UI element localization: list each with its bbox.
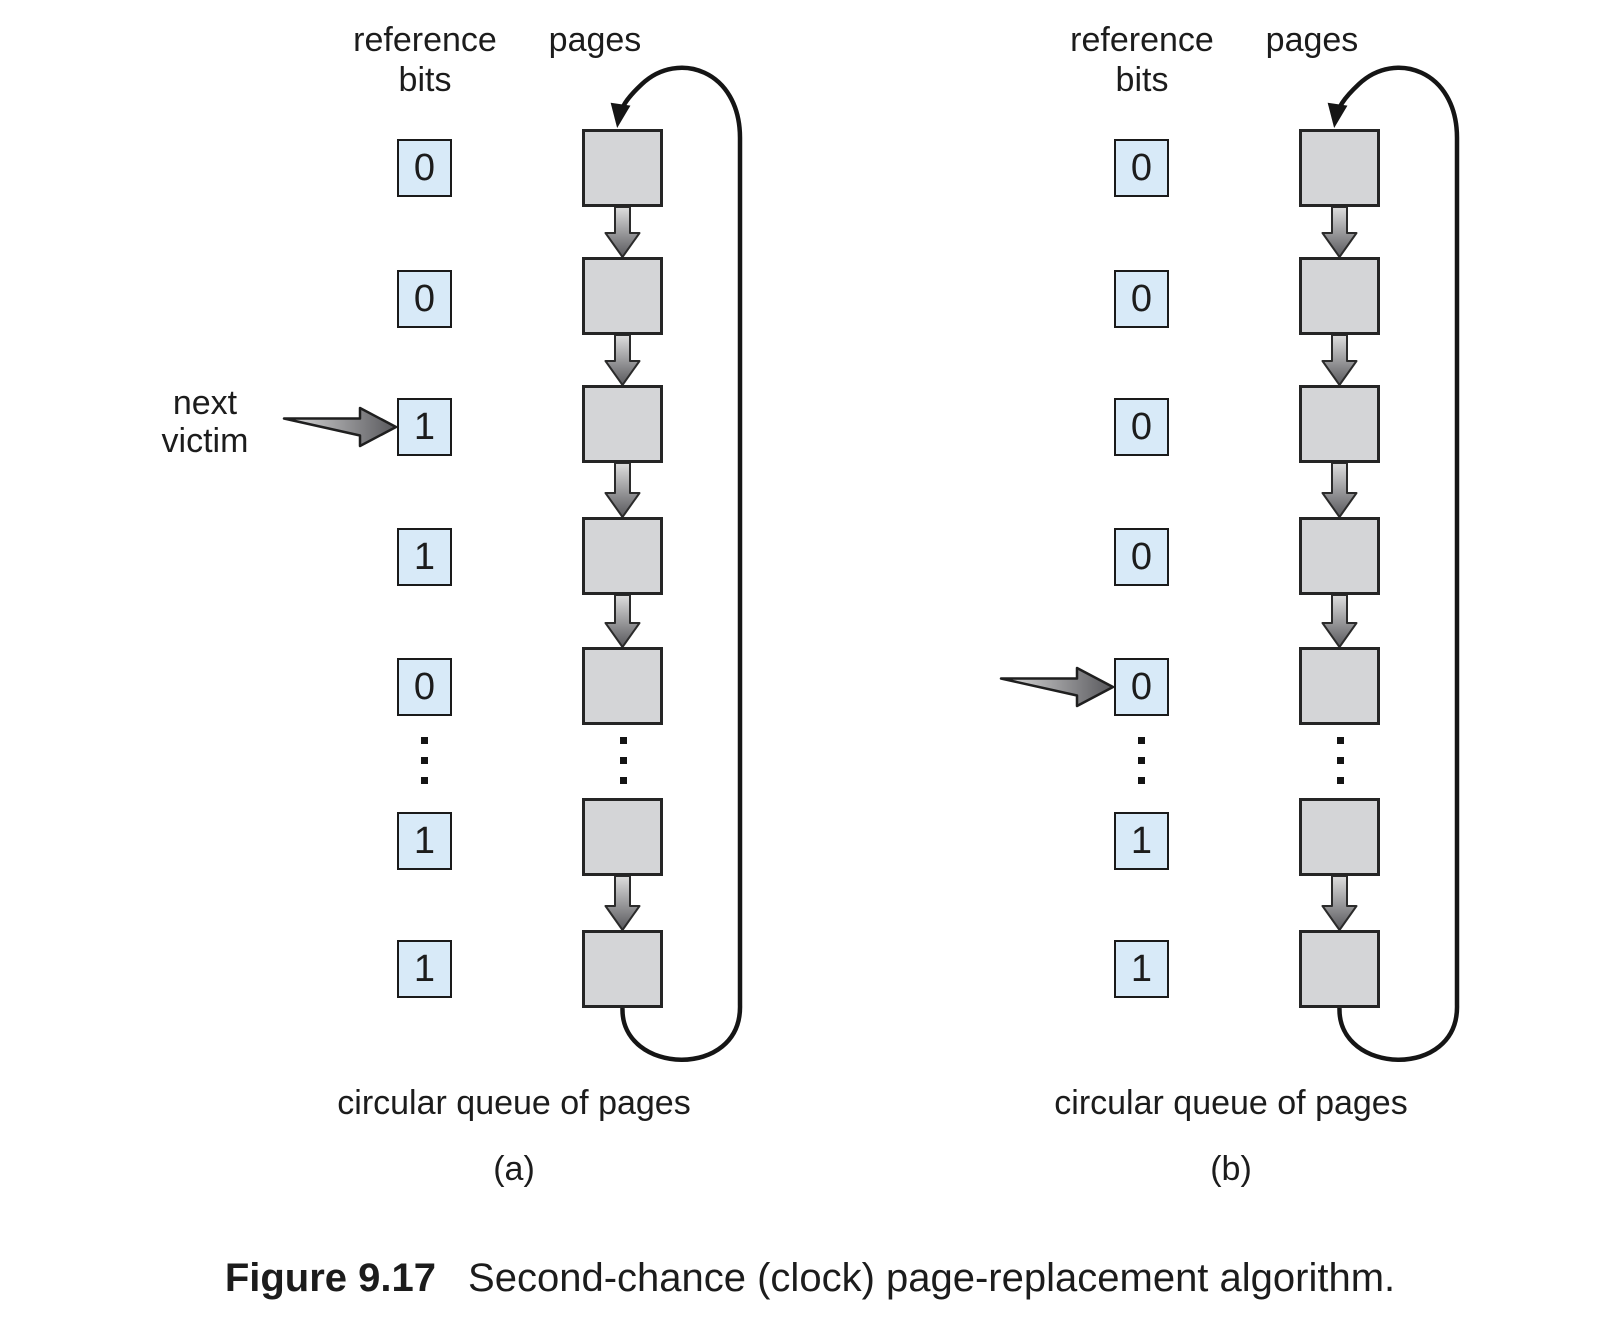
reference-bit-box: 1 <box>1114 812 1169 870</box>
reference-bit-value: 0 <box>1130 665 1153 708</box>
reference-bit-box: 1 <box>397 398 452 456</box>
down-arrow-icon <box>604 594 641 648</box>
reference-bit-value: 1 <box>1130 947 1153 990</box>
reference-bit-box: 0 <box>1114 528 1169 586</box>
page-box <box>1299 129 1380 207</box>
reference-bit-box: 0 <box>1114 398 1169 456</box>
panel-label: (a) <box>493 1150 535 1188</box>
reference-bit-value: 0 <box>1130 535 1153 578</box>
reference-bit-value: 1 <box>413 819 436 862</box>
down-arrow-icon <box>604 206 641 258</box>
reference-bit-value: 1 <box>413 405 436 448</box>
reference-bits-header: reference bits <box>1032 20 1252 100</box>
ellipsis-pages-icon <box>607 737 639 784</box>
down-arrow-icon <box>1321 875 1358 931</box>
reference-bit-box: 0 <box>397 658 452 716</box>
page-box <box>1299 385 1380 463</box>
down-arrow-icon <box>1321 462 1358 518</box>
page-box <box>582 129 663 207</box>
ellipsis-bits-icon <box>408 737 440 784</box>
reference-bit-value: 0 <box>1130 277 1153 320</box>
panel-label: (b) <box>1210 1150 1252 1188</box>
down-arrow-icon <box>1321 206 1358 258</box>
next-victim-label-line2: victim <box>161 422 249 460</box>
queue-rows: 0 0 1 1 0 1 1 <box>0 0 780 1120</box>
circular-queue-wires <box>282 65 743 1062</box>
figure-caption-number: Figure 9.17 <box>224 1256 437 1300</box>
down-arrow-icon <box>604 334 641 386</box>
reference-bit-value: 0 <box>413 146 436 189</box>
page-box <box>1299 257 1380 335</box>
reference-bits-header-line1: reference <box>1070 21 1214 59</box>
next-victim-arrow-icon <box>999 666 1115 708</box>
reference-bit-box: 1 <box>1114 940 1169 998</box>
ellipsis-bits-icon <box>1125 737 1157 784</box>
page-box <box>1299 798 1380 876</box>
reference-bit-value: 0 <box>1130 146 1153 189</box>
reference-bit-value: 0 <box>413 277 436 320</box>
reference-bit-box: 0 <box>1114 139 1169 197</box>
reference-bit-box: 1 <box>397 812 452 870</box>
page-box <box>582 517 663 595</box>
page-box <box>582 798 663 876</box>
circular-queue-label: circular queue of pages <box>337 1084 691 1122</box>
reference-bit-box: 0 <box>1114 270 1169 328</box>
circular-queue-wires <box>999 65 1460 1062</box>
circular-loop-arrow-icon <box>1327 65 1460 1062</box>
ellipsis-pages-icon <box>1324 737 1356 784</box>
reference-bit-box: 1 <box>397 528 452 586</box>
down-arrow-icon <box>604 875 641 931</box>
page-box <box>582 257 663 335</box>
next-victim-arrow-icon <box>282 406 398 448</box>
pages-header: pages <box>548 21 642 59</box>
down-arrow-icon <box>1321 334 1358 386</box>
figure-caption: Figure 9.17 Second-chance (clock) page-re… <box>0 1256 1620 1301</box>
reference-bit-box: 0 <box>397 270 452 328</box>
panel-a: reference bits pages 0 0 1 1 0 1 1 next victim… <box>0 0 780 1210</box>
reference-bits-header-line1: reference <box>353 21 497 59</box>
figure-caption-text: Second-chance (clock) page-replacement a… <box>468 1256 1396 1300</box>
reference-bit-value: 1 <box>413 535 436 578</box>
down-arrow-icon <box>604 462 641 518</box>
page-box <box>1299 517 1380 595</box>
queue-rows: 0 0 0 0 0 1 1 <box>717 0 1497 1120</box>
next-victim-label: next victim <box>95 384 315 460</box>
page-box <box>582 385 663 463</box>
page-box <box>1299 930 1380 1008</box>
circular-loop-arrow-icon <box>610 65 743 1062</box>
next-victim-label-line1: next <box>172 384 238 422</box>
down-arrow-icon <box>1321 594 1358 648</box>
reference-bit-value: 0 <box>1130 405 1153 448</box>
panel-b: reference bits pages 0 0 0 0 0 1 1 circular qu… <box>717 0 1497 1210</box>
reference-bits-header-line2: bits <box>398 61 452 99</box>
reference-bit-value: 1 <box>1130 819 1153 862</box>
reference-bit-box: 0 <box>1114 658 1169 716</box>
reference-bit-box: 0 <box>397 139 452 197</box>
reference-bit-value: 1 <box>413 947 436 990</box>
circular-queue-label: circular queue of pages <box>1054 1084 1408 1122</box>
page-box <box>582 647 663 725</box>
pages-header: pages <box>1265 21 1359 59</box>
reference-bit-value: 0 <box>413 665 436 708</box>
reference-bit-box: 1 <box>397 940 452 998</box>
reference-bits-header: reference bits <box>315 20 535 100</box>
page-box <box>1299 647 1380 725</box>
page-box <box>582 930 663 1008</box>
reference-bits-header-line2: bits <box>1115 61 1169 99</box>
